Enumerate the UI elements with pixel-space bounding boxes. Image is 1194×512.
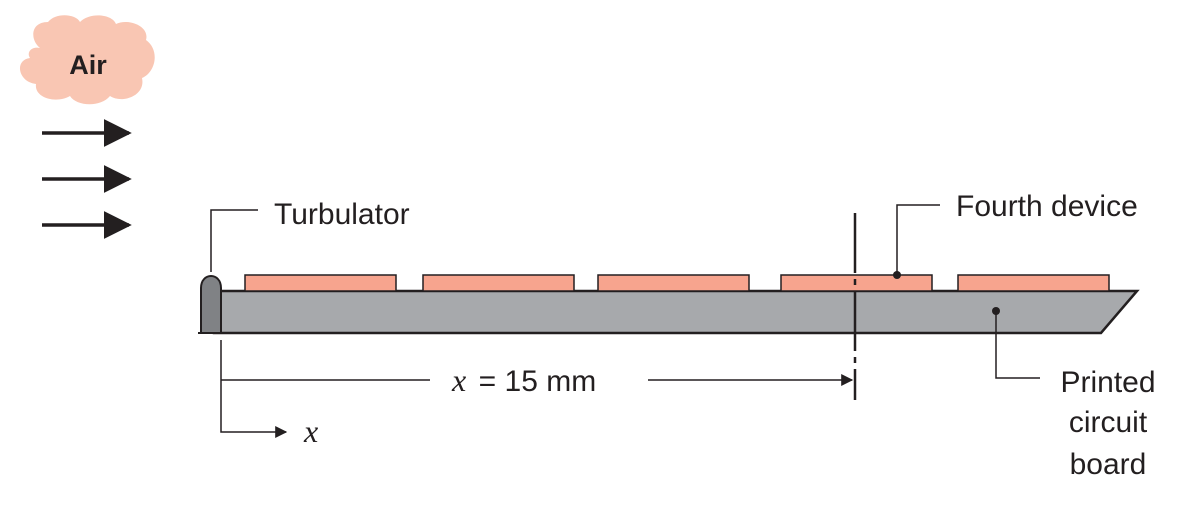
fourth-device-label: Fourth device [956,190,1138,223]
turbulator [200,275,222,334]
device-2 [422,274,575,292]
device-4 [780,274,933,292]
turbulator-label: Turbulator [274,198,410,231]
fourth-device-leader [896,204,940,275]
pcb-leader [995,311,1040,379]
pcb-label-line1: Printed [1060,366,1155,399]
air-label: Air [69,50,107,80]
x-axis-line [220,340,288,438]
dimension-label: x = 15 mm [451,362,596,398]
x-axis-label: x [303,413,318,449]
pcb-label-line2: circuit [1069,406,1148,439]
pcb-label-line3: board [1070,448,1147,481]
turbulator-leader [210,209,258,272]
device-1 [244,274,397,292]
dimension-value: = 15 mm [479,365,597,398]
dimension-variable: x [451,362,466,398]
device-3 [597,274,750,292]
air-cloud [19,15,155,105]
device-5 [957,274,1110,292]
